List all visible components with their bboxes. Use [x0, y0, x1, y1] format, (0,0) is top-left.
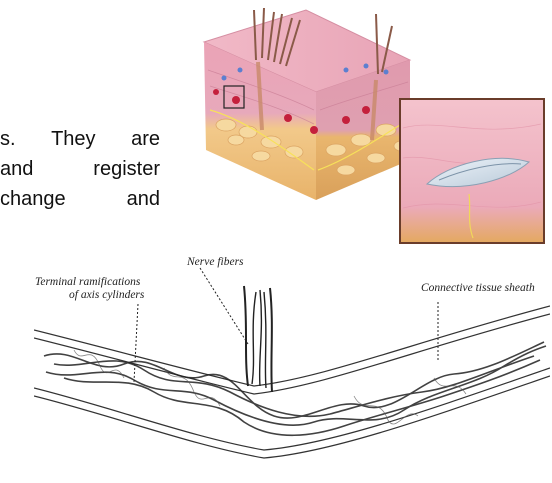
skin-cross-section-illustration: [196, 0, 418, 210]
label-terminal-ramifications-line1: Terminal ramifications: [35, 276, 140, 289]
label-nerve-fibers: Nerve fibers: [187, 256, 244, 269]
label-connective-tissue-sheath: Connective tissue sheath: [421, 282, 535, 295]
label-terminal-ramifications-line2: of axis cylinders: [69, 289, 144, 302]
receptor-zoom-inset: [399, 98, 545, 244]
